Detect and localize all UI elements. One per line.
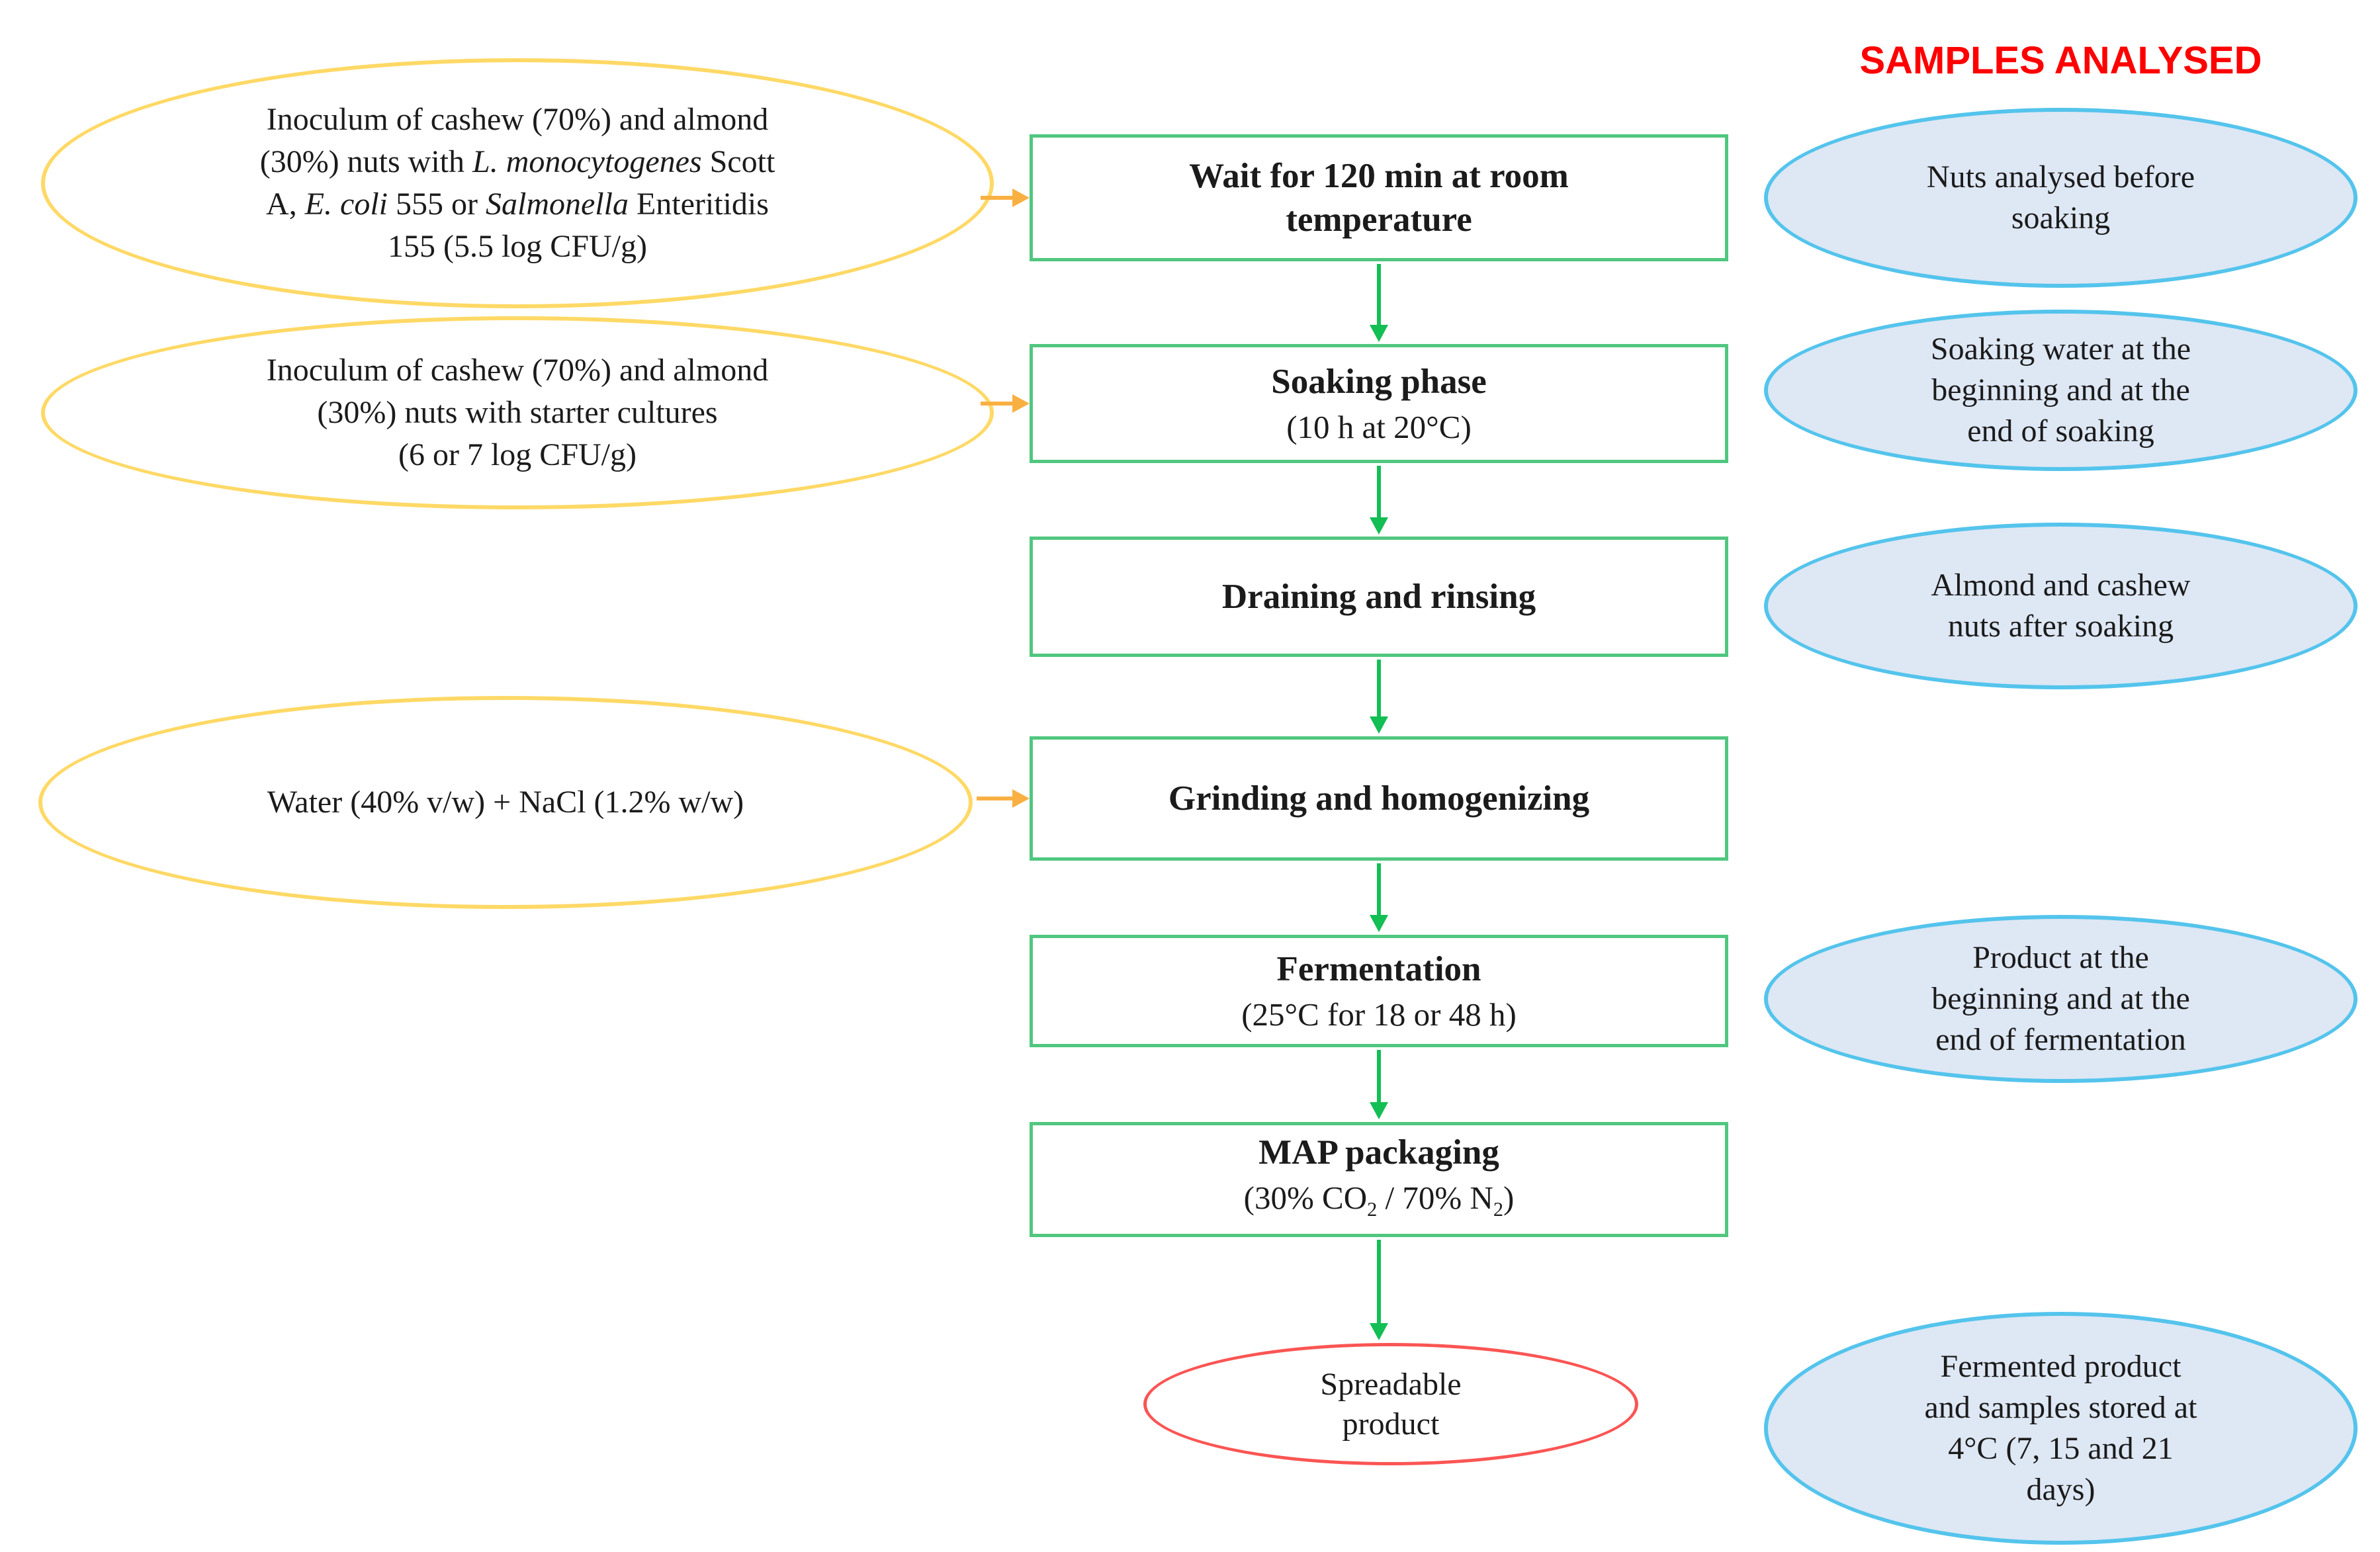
process-step-soaking-title: Soaking phase bbox=[1271, 363, 1487, 401]
arrow-down-4-icon bbox=[1377, 863, 1381, 915]
process-step-map-packaging-title: MAP packaging bbox=[1258, 1133, 1499, 1172]
arrow-down-1-icon bbox=[1377, 264, 1381, 325]
input-node-inoculum-pathogens: Inoculum of cashew (70%) and almond(30%)… bbox=[41, 58, 994, 308]
process-step-draining: Draining and rinsing bbox=[1030, 537, 1728, 657]
process-step-draining-title: Draining and rinsing bbox=[1221, 578, 1536, 616]
input-node-inoculum-pathogens-label: Inoculum of cashew (70%) and almond(30%)… bbox=[259, 102, 775, 264]
process-step-map-packaging: MAP packaging (30% CO2 / 70% N2) bbox=[1030, 1122, 1728, 1237]
input-node-inoculum-starter: Inoculum of cashew (70%) and almond(30%)… bbox=[41, 316, 994, 509]
process-step-soaking: Soaking phase (10 h at 20°C) bbox=[1030, 344, 1728, 463]
arrow-right-input-3-icon bbox=[977, 797, 1012, 800]
input-node-water-nacl-label: Water (40% v/w) + NaCl (1.2% w/w) bbox=[267, 785, 744, 820]
process-step-grinding: Grinding and homogenizing bbox=[1030, 736, 1728, 861]
input-node-water-nacl: Water (40% v/w) + NaCl (1.2% w/w) bbox=[38, 696, 973, 909]
process-step-fermentation-subtitle: (25°C for 18 or 48 h) bbox=[1241, 996, 1517, 1033]
process-step-soaking-subtitle: (10 h at 20°C) bbox=[1286, 409, 1472, 445]
arrow-down-2-icon bbox=[1377, 466, 1381, 517]
process-step-fermentation-title: Fermentation bbox=[1276, 950, 1481, 988]
process-step-fermentation: Fermentation (25°C for 18 or 48 h) bbox=[1030, 935, 1728, 1047]
input-node-inoculum-starter-label: Inoculum of cashew (70%) and almond(30%)… bbox=[266, 353, 769, 472]
arrow-down-3-icon bbox=[1377, 660, 1381, 716]
samples-analysed-heading: SAMPLES ANALYSED bbox=[1859, 39, 2262, 82]
process-step-map-packaging-subtitle: (30% CO2 / 70% N2) bbox=[1243, 1179, 1515, 1221]
process-step-grinding-title: Grinding and homogenizing bbox=[1168, 779, 1590, 818]
arrow-right-input-1-icon bbox=[981, 196, 1012, 200]
arrow-down-5-icon bbox=[1377, 1050, 1381, 1102]
arrow-right-input-2-icon bbox=[981, 402, 1012, 406]
arrow-down-6-icon bbox=[1377, 1240, 1381, 1323]
